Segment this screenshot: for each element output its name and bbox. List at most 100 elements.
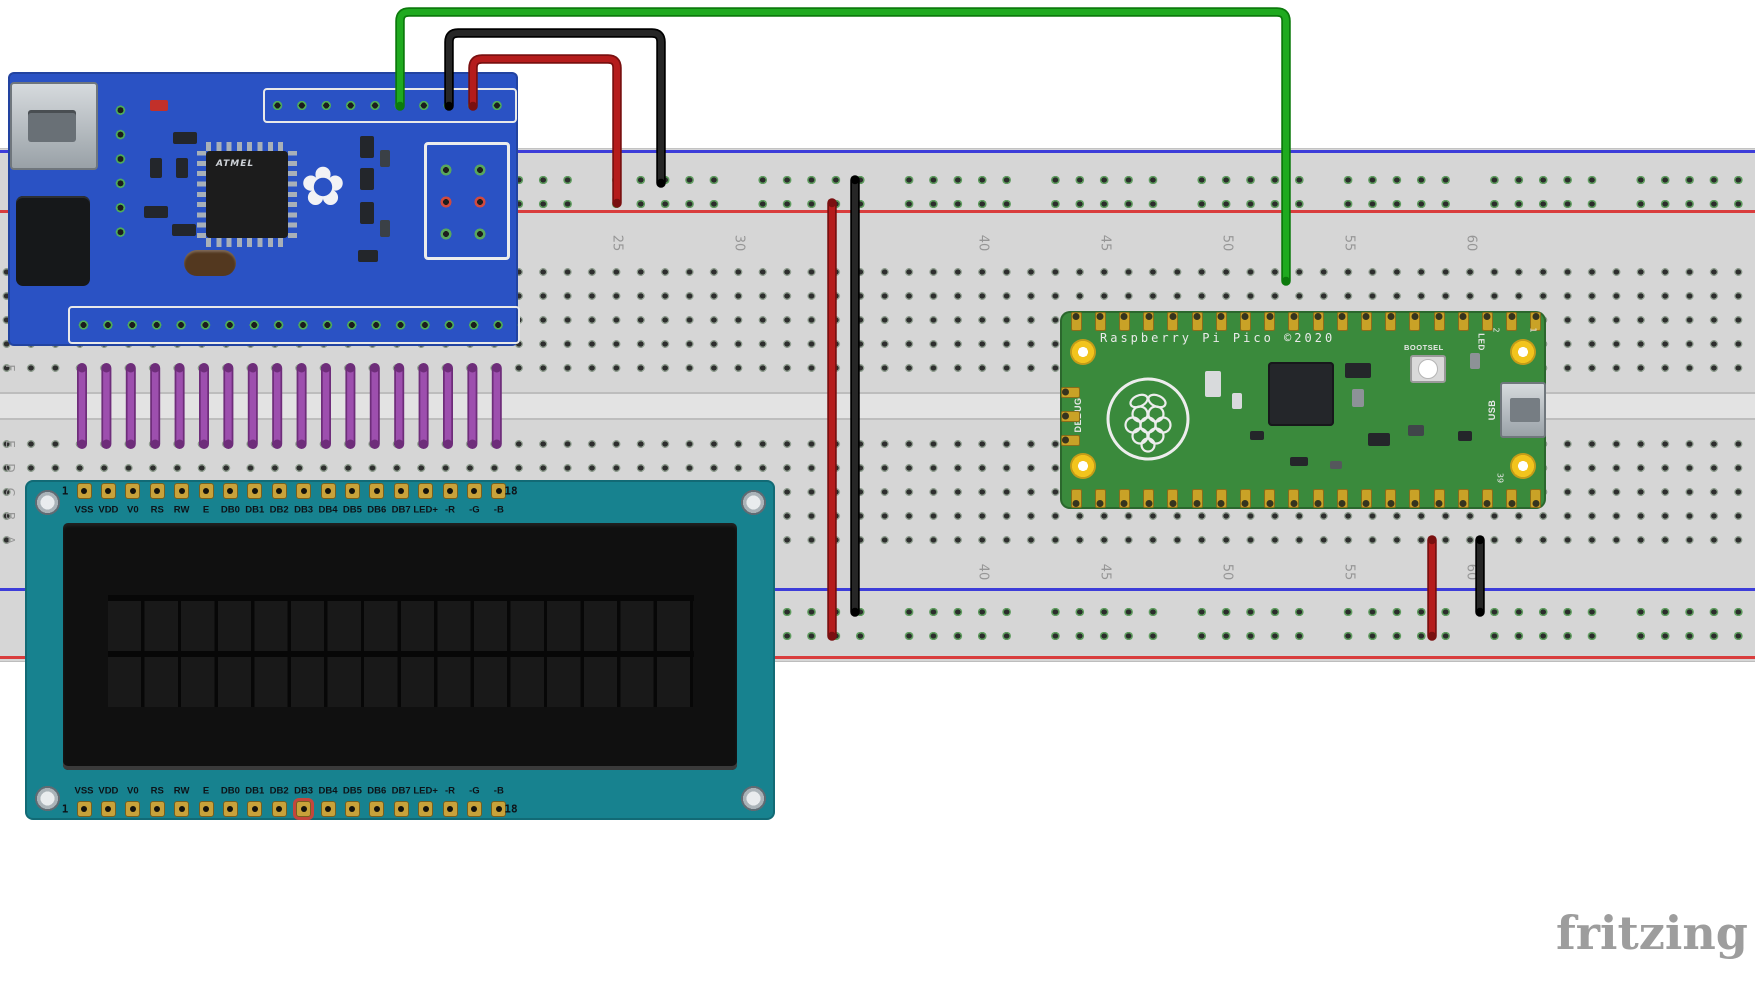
pico-debug-pad <box>1061 410 1080 422</box>
lcd-pin-pad <box>296 483 312 499</box>
lcd-pin-label: VSS <box>74 785 94 797</box>
lcd-pin-label: DB0 <box>220 785 240 797</box>
lcd-bezel <box>63 523 737 770</box>
wire-black-rail-bridge[interactable] <box>850 175 860 617</box>
lcd-pin-number-last: 18 <box>504 802 518 816</box>
mounting-hole <box>740 489 767 516</box>
lcd-pin-label: DB4 <box>318 785 338 797</box>
fritzing-watermark: fritzing <box>1556 906 1748 960</box>
pico-debug-pad <box>1061 386 1080 398</box>
lcd-pin-pad <box>491 801 507 817</box>
chip-leads-top <box>206 142 288 151</box>
smd-component <box>360 202 374 224</box>
wire-green-serial-to-pico[interactable] <box>395 7 1291 286</box>
atmel-mcu-chip: ATMEL <box>206 151 288 238</box>
lcd-pin-label: DB5 <box>342 504 362 516</box>
wire-red-serial-to-rail[interactable] <box>468 54 622 208</box>
chip-leads-bottom <box>206 238 288 247</box>
lcd-pin-pad <box>320 801 336 817</box>
pico-pin-pad <box>1118 312 1130 331</box>
lcd-pin-pad <box>149 801 165 817</box>
wire-red-rail-bridge[interactable] <box>827 198 837 641</box>
lcd-pin-pad <box>125 483 141 499</box>
lcd-pin-label: -G <box>469 504 480 516</box>
lcd-pin-label: DB2 <box>269 785 289 797</box>
bootsel-button[interactable] <box>1410 355 1446 383</box>
pico-pin-pad <box>1409 312 1421 331</box>
lcd-pin-pad <box>76 801 92 817</box>
lcd-pin-label: VDD <box>98 785 119 797</box>
lcd-pin-pad <box>247 801 263 817</box>
smd-component <box>1368 433 1390 446</box>
smd-ic <box>16 196 90 286</box>
bottom-negative-rail-line <box>0 588 1755 591</box>
lcd-pin-pad <box>271 801 287 817</box>
pico-pin-pad <box>1385 489 1397 508</box>
pico-title: Raspberry Pi Pico ©2020 <box>1100 331 1336 345</box>
lcd-pin-label: DB4 <box>318 504 338 516</box>
isp-pin-hole <box>472 194 488 210</box>
pico-pin-pad <box>1360 489 1372 508</box>
pico-pin-pad <box>1457 489 1469 508</box>
pico-pin-pad <box>1215 489 1227 508</box>
chip-leads-right <box>288 151 297 238</box>
wire-red-pico-to-rail[interactable] <box>1427 535 1437 641</box>
lcd-pin-label: DB3 <box>294 785 314 797</box>
lcd-pin-pad <box>344 801 360 817</box>
mounting-hole <box>740 785 767 812</box>
lcd-pin-pad <box>369 801 385 817</box>
lcd-pin-pad <box>393 801 409 817</box>
lcd-pin-label: RS <box>150 785 164 797</box>
lcd-pin-label: -G <box>469 785 480 797</box>
pico-pin-pad <box>1433 489 1445 508</box>
lcd-pin-pad <box>296 801 312 817</box>
lcd-pin-label: E <box>202 504 210 516</box>
lcd-pin-label: VDD <box>98 504 119 516</box>
isp-header <box>424 142 510 260</box>
lcd-pin-pad <box>418 483 434 499</box>
lcd-pin-pad <box>100 483 116 499</box>
lcd-pin-pad <box>442 483 458 499</box>
smd-component <box>1290 457 1308 466</box>
rp2040-chip <box>1268 362 1334 426</box>
smd-component <box>173 132 197 144</box>
isp-pin-hole <box>472 162 488 178</box>
bootsel-label: BOOTSEL <box>1404 343 1444 352</box>
lcd-pin-pad <box>320 483 336 499</box>
lcd-pin-label: RW <box>173 785 190 797</box>
crystal-oscillator <box>184 250 236 276</box>
smd-component <box>150 158 162 178</box>
wire-black-serial-to-rail[interactable] <box>444 28 666 188</box>
lcd-pin-label: -B <box>493 785 504 797</box>
smd-component <box>1458 431 1472 441</box>
raspberry-pi-pico-board[interactable]: Raspberry Pi Pico ©2020 DEBUG BOOTSEL LE… <box>1060 311 1546 509</box>
purple-jumper-wires[interactable] <box>77 363 502 449</box>
lcd-pin-label: LED+ <box>413 785 438 797</box>
pico-debug-pad <box>1061 434 1080 446</box>
raspberry-logo-icon <box>1106 377 1190 461</box>
pico-pin-pad <box>1530 489 1542 508</box>
lcd-pin-pad <box>76 483 92 499</box>
pico-pin-pad <box>1433 312 1445 331</box>
smd-component <box>380 150 390 167</box>
smd-component <box>358 250 378 262</box>
lcd-pin-label: DB1 <box>245 504 265 516</box>
top-negative-rail-line <box>0 150 1755 153</box>
wire-black-pico-to-rail[interactable] <box>1475 535 1485 617</box>
lcd-pin-pad <box>100 801 116 817</box>
lcd-pin-label: E <box>202 785 210 797</box>
pico-pin-pad <box>1094 489 1106 508</box>
lcd-pin-label: -R <box>444 785 456 797</box>
pico-mounting-hole <box>1510 339 1536 365</box>
lcd-pin-label: V0 <box>126 504 139 516</box>
pico-pin-pad <box>1143 312 1155 331</box>
smd-component <box>1470 353 1480 369</box>
lcd-pin-pad <box>149 483 165 499</box>
smd-component <box>1232 393 1242 409</box>
pico-pin-pad <box>1239 312 1251 331</box>
lcd-pin-pad <box>418 801 434 817</box>
pico-pin-pad <box>1167 312 1179 331</box>
serial-bottom-header-pins <box>68 306 520 344</box>
